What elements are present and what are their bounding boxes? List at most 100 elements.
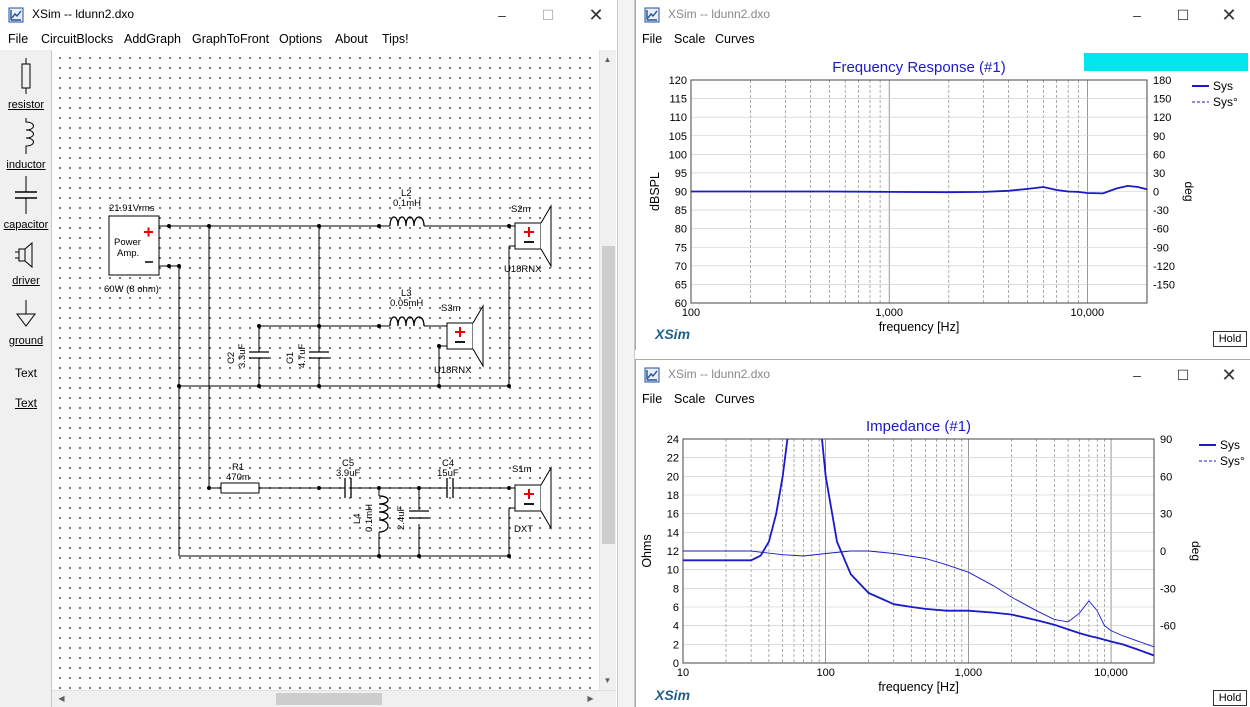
schematic-vertical-scrollbar[interactable]: ▲ ▼: [599, 50, 616, 690]
y2-tick-label: 0: [1153, 187, 1159, 199]
schematic-window: XSim -- ldunn2.dxo – ☐ ✕ File CircuitBlo…: [0, 0, 617, 707]
svg-text:0.05mH: 0.05mH: [390, 298, 423, 309]
schematic-horizontal-scrollbar[interactable]: ◀ ▶: [52, 690, 616, 707]
y-tick-label: 105: [669, 131, 687, 143]
menu-curves[interactable]: Curves: [715, 392, 755, 406]
y-tick-label: 20: [667, 471, 679, 483]
capacitor-c1[interactable]: C1 4.7uF: [285, 344, 329, 368]
svg-text:3.9uF: 3.9uF: [336, 468, 360, 479]
y-tick-label: 85: [675, 205, 687, 217]
minimize-button[interactable]: –: [1133, 367, 1141, 383]
frequency-response-window: XSim -- ldunn2.dxo – ☐ ✕ File Scale Curv…: [635, 0, 1250, 350]
amp-name-2: Amp.: [117, 248, 139, 259]
hold-button[interactable]: Hold: [1213, 690, 1247, 706]
y2-tick-label: 30: [1153, 168, 1165, 180]
palette-capacitor[interactable]: capacitor: [0, 176, 52, 231]
palette-resistor[interactable]: resistor: [0, 58, 52, 111]
menu-tips[interactable]: Tips!: [382, 32, 409, 46]
y-tick-label: 110: [669, 112, 687, 124]
x-tick-label: 10,000: [1094, 667, 1128, 679]
impedance-chart[interactable]: Impedance (#1)24222018161412108642090603…: [636, 410, 1250, 707]
y-tick-label: 2: [673, 639, 679, 651]
schematic-canvas[interactable]: Power Amp. 21.91Vrms 60W (8 ohm): [52, 50, 599, 690]
frequency-response-chart[interactable]: Frequency Response (#1)12011511010510095…: [636, 50, 1250, 350]
inductor-l2[interactable]: L2 0.1mH: [389, 188, 425, 227]
y2-tick-label: 0: [1160, 546, 1166, 558]
y-tick-label: 6: [673, 602, 679, 614]
menu-graphtofront[interactable]: GraphToFront: [192, 32, 270, 46]
inductor-l4[interactable]: L4 0.1mH: [352, 495, 389, 533]
menu-file[interactable]: File: [8, 32, 29, 46]
capacitor-c3[interactable]: 2.4uF: [396, 506, 429, 530]
y2-tick-label: -60: [1160, 621, 1176, 633]
palette-ground[interactable]: ground: [0, 300, 52, 347]
palette-driver[interactable]: driver: [0, 240, 52, 287]
scroll-right-icon[interactable]: ▶: [587, 694, 594, 703]
menu-about[interactable]: About: [335, 32, 368, 46]
menu-scale[interactable]: Scale: [674, 392, 706, 406]
junction-dots: [167, 224, 511, 558]
text-tool-icon: Text: [14, 366, 37, 380]
legend-label: Sys°: [1220, 454, 1245, 468]
y2-tick-label: 150: [1153, 94, 1171, 106]
palette-text-2[interactable]: Text: [14, 396, 37, 410]
y2-tick-label: -30: [1153, 205, 1169, 217]
inductor-l3[interactable]: L3 0.05mH: [389, 288, 425, 327]
menu-file[interactable]: File: [642, 32, 663, 46]
menu-curves[interactable]: Curves: [715, 32, 755, 46]
y2-tick-label: 30: [1160, 509, 1172, 521]
maximize-button[interactable]: ☐: [541, 7, 555, 23]
background-window-edge: [617, 0, 635, 707]
y2-tick-label: -30: [1160, 583, 1176, 595]
x-axis-label: frequency [Hz]: [878, 680, 959, 694]
y2-tick-label: -60: [1153, 224, 1169, 236]
menu-scale[interactable]: Scale: [674, 32, 706, 46]
capacitor-c4[interactable]: C4 15uF: [437, 458, 459, 498]
legend-label: Sys: [1220, 438, 1240, 452]
capacitor-icon: [15, 176, 37, 214]
minimize-button[interactable]: –: [1133, 7, 1141, 23]
palette-inductor[interactable]: inductor: [0, 118, 52, 171]
menu-addgraph[interactable]: AddGraph: [124, 32, 181, 46]
scrollbar-thumb[interactable]: [276, 693, 382, 705]
maximize-button[interactable]: ☐: [1176, 367, 1190, 383]
menu-options[interactable]: Options: [279, 32, 323, 46]
hold-button[interactable]: Hold: [1213, 331, 1247, 347]
speaker-s1m[interactable]: S1m DXT: [512, 464, 552, 535]
speaker-s3m[interactable]: S3m U18RNX: [434, 303, 484, 376]
scroll-down-icon[interactable]: ▼: [603, 676, 612, 685]
scroll-left-icon[interactable]: ◀: [58, 694, 65, 703]
power-amp[interactable]: Power Amp.: [108, 215, 160, 276]
series-line-sys-phase: [683, 550, 1154, 648]
close-button[interactable]: ✕: [1221, 5, 1237, 25]
y-tick-label: 14: [667, 527, 679, 539]
component-palette: resistor inductor capacitor driver groun…: [0, 50, 52, 707]
maximize-button[interactable]: ☐: [1176, 7, 1190, 23]
scrollbar-thumb[interactable]: [602, 246, 615, 544]
close-button[interactable]: ✕: [588, 5, 604, 25]
impedance-window: XSim -- ldunn2.dxo – ☐ ✕ File Scale Curv…: [635, 359, 1250, 707]
resistor-r1[interactable]: R1 470m: [220, 462, 260, 494]
menu-circuitblocks[interactable]: CircuitBlocks: [41, 32, 114, 46]
capacitor-c5[interactable]: C5 3.9uF: [336, 458, 360, 498]
xsim-logo: XSim: [655, 326, 691, 342]
y2-axis-label: deg: [1182, 181, 1196, 201]
svg-text:L3: L3: [401, 288, 412, 299]
wires: [159, 225, 515, 557]
minimize-button[interactable]: –: [498, 7, 506, 23]
x-tick-label: 10,000: [1071, 307, 1105, 319]
palette-text[interactable]: Text: [0, 366, 52, 380]
x-tick-label: 10: [677, 667, 689, 679]
scroll-up-icon[interactable]: ▲: [603, 55, 612, 64]
close-button[interactable]: ✕: [1221, 365, 1237, 385]
y-axis-label: Ohms: [640, 534, 654, 567]
menu-file[interactable]: File: [642, 392, 663, 406]
speaker-s2m[interactable]: S2m U18RNX: [504, 204, 552, 275]
capacitor-c2[interactable]: C2 3.3uF: [226, 344, 269, 368]
ground-icon: [16, 300, 36, 327]
amp-name: Power: [114, 237, 141, 248]
y-tick-label: 70: [675, 261, 687, 273]
y-tick-label: 90: [675, 187, 687, 199]
